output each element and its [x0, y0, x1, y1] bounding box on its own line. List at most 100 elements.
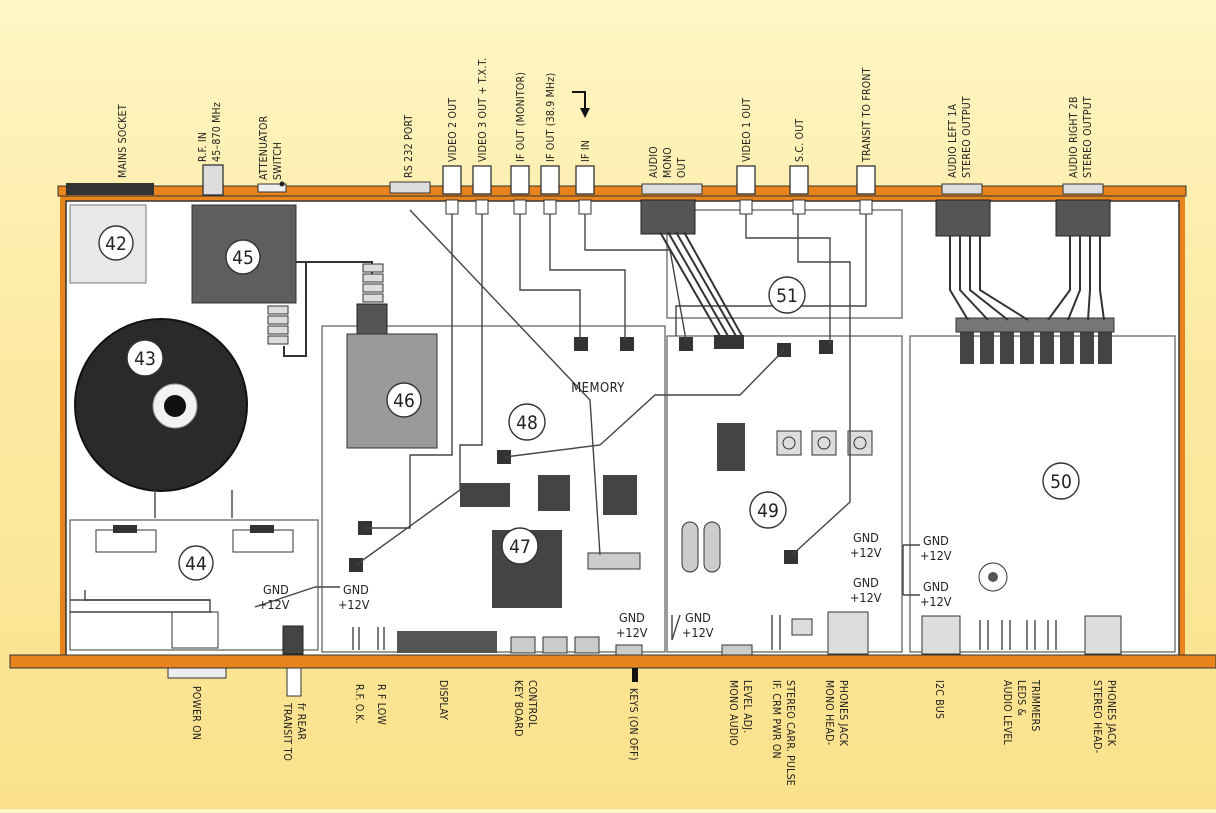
- bottom-labels: POWER ON TRANSIT TO fr REAR R.F. O.K. R …: [167, 667, 1117, 786]
- svg-text:GND: GND: [685, 610, 711, 625]
- board-44: [69, 519, 319, 651]
- transit-rear-jack: [282, 625, 304, 655]
- label-power-on: POWER ON: [190, 686, 202, 740]
- label-mains-socket: MAINS SOCKET: [117, 104, 129, 178]
- transit-rear-jack-outer: [286, 667, 302, 697]
- label-rf-in-1: R.F. IN: [197, 132, 209, 162]
- wiring: [70, 209, 1105, 641]
- svg-text:GND: GND: [923, 533, 949, 548]
- label-rs232: RS 232 PORT: [403, 114, 415, 178]
- label-video2: VIDEO 2 OUT: [447, 98, 459, 162]
- label-display: DISPLAY: [437, 680, 449, 720]
- label-mono-audio-1: MONO AUDIO: [727, 680, 739, 746]
- rs232-port: [389, 181, 431, 194]
- label-audio-level-2: LEDS &: [1015, 680, 1027, 717]
- label-if-in: IF IN: [580, 140, 592, 162]
- label-audio-level-3: TRIMMERS: [1029, 679, 1041, 732]
- board-50-components: [921, 317, 1122, 655]
- part-49: 49: [757, 500, 779, 522]
- part-47: 47: [509, 536, 531, 558]
- label-rf-ok: R.F. O.K.: [353, 684, 365, 724]
- if-in-arrow: [572, 91, 586, 112]
- label-fm-pwr-2: STEREO CARR. PULSE: [784, 680, 796, 786]
- stereo-headphones-jack: [1084, 615, 1122, 655]
- label-attenuator-2: SWITCH: [272, 142, 284, 180]
- label-i2c: I2C BUS: [933, 680, 945, 719]
- rear-connectors: [66, 91, 1104, 196]
- svg-text:+12V: +12V: [850, 590, 882, 605]
- attenuator-knob: [279, 181, 285, 187]
- front-panel-rail: [9, 654, 1216, 669]
- svg-text:+12V: +12V: [258, 597, 290, 612]
- label-rf-in-2: 45–870 MHz: [211, 102, 223, 162]
- label-video3: VIDEO 3 OUT + T.X.T.: [477, 58, 489, 162]
- video2-jack: [442, 165, 462, 195]
- label-mono-head-1: MONO HEAD-: [823, 680, 835, 745]
- transformer-hole-inner: [164, 395, 186, 417]
- audio-right-connector: [1062, 183, 1104, 195]
- part-45: 45: [232, 247, 254, 269]
- label-fm-pwr-1: IF. CRM PWR ON: [770, 680, 782, 759]
- left-components: [74, 204, 438, 655]
- keys-switch: [632, 668, 638, 682]
- label-mono-audio-2: LEVEL ADJ.: [741, 680, 753, 733]
- label-audio-right-2: STEREO OUTPUT: [1082, 96, 1094, 178]
- if-in-jack: [575, 165, 595, 195]
- label-audio-level-1: AUDIO LEVEL: [1001, 680, 1013, 746]
- svg-text:+12V: +12V: [338, 597, 370, 612]
- svg-text:GND: GND: [263, 582, 289, 597]
- connector-strip: [587, 552, 641, 570]
- svg-text:+12V: +12V: [616, 625, 648, 640]
- svg-text:GND: GND: [923, 579, 949, 594]
- bridge-right: [232, 529, 294, 553]
- label-sc-out: S.C. OUT: [794, 119, 806, 162]
- mono-headphones-jack: [827, 611, 869, 655]
- part-number-callouts: 42 45 43 44 46 48 47 49 50 51: [98, 225, 1080, 581]
- label-audio-mono-2: MONO: [662, 147, 674, 178]
- top-labels: MAINS SOCKET R.F. IN 45–870 MHz ATTENUAT…: [117, 58, 1094, 180]
- part-46: 46: [393, 390, 415, 412]
- label-audio-right-1: AUDIO RIGHT 2B: [1068, 96, 1080, 178]
- bridge-left: [95, 529, 157, 553]
- label-keys: KEYS (ON OFF): [627, 688, 639, 761]
- i2c-bus-connector: [921, 615, 961, 655]
- coil-right: [362, 263, 384, 303]
- label-mono-head-2: PHONES JACK: [837, 680, 849, 747]
- board-49: [666, 335, 903, 653]
- ic-b: [538, 475, 570, 511]
- part-43: 43: [134, 348, 156, 370]
- svg-text:+12V: +12V: [850, 545, 882, 560]
- jack-bodies: [445, 199, 1111, 237]
- part-44: 44: [185, 553, 207, 575]
- if-monitor-jack: [510, 165, 530, 195]
- svg-text:GND: GND: [619, 610, 645, 625]
- label-if-monitor: IF OUT (MONITOR): [515, 72, 527, 162]
- label-audio-left-2: STEREO OUTPUT: [961, 96, 973, 178]
- if-out-jack: [540, 165, 560, 195]
- power-switch: [171, 611, 219, 649]
- label-keyboard-2: CONTROL: [526, 680, 538, 728]
- label-audio-left-1: AUDIO LEFT 1A: [947, 103, 959, 178]
- rear-panel-rail: [57, 185, 1187, 197]
- svg-text:GND: GND: [853, 530, 879, 545]
- svg-text:GND: GND: [853, 575, 879, 590]
- label-video1: VIDEO 1 OUT: [741, 98, 753, 162]
- svg-text:+12V: +12V: [920, 594, 952, 609]
- rf-in-connector: [202, 164, 224, 196]
- label-transit-rear-1: TRANSIT TO: [281, 702, 293, 761]
- svg-text:+12V: +12V: [682, 625, 714, 640]
- coil-left: [267, 305, 289, 345]
- label-audio-mono-1: AUDIO: [648, 146, 660, 178]
- part-50: 50: [1050, 471, 1072, 493]
- part-51: 51: [776, 285, 798, 307]
- power-labels: GND +12V GND +12V GND +12V GND +12V GND …: [258, 530, 952, 640]
- label-stereo-head-1: STEREO HEAD-: [1091, 680, 1103, 753]
- mains-socket-connector: [66, 183, 154, 195]
- part-42: 42: [105, 233, 127, 255]
- display-connector: [397, 631, 497, 653]
- label-attenuator-1: ATTENUATOR: [258, 115, 270, 180]
- audio-left-connector: [941, 183, 983, 195]
- power-on-button: [167, 667, 227, 679]
